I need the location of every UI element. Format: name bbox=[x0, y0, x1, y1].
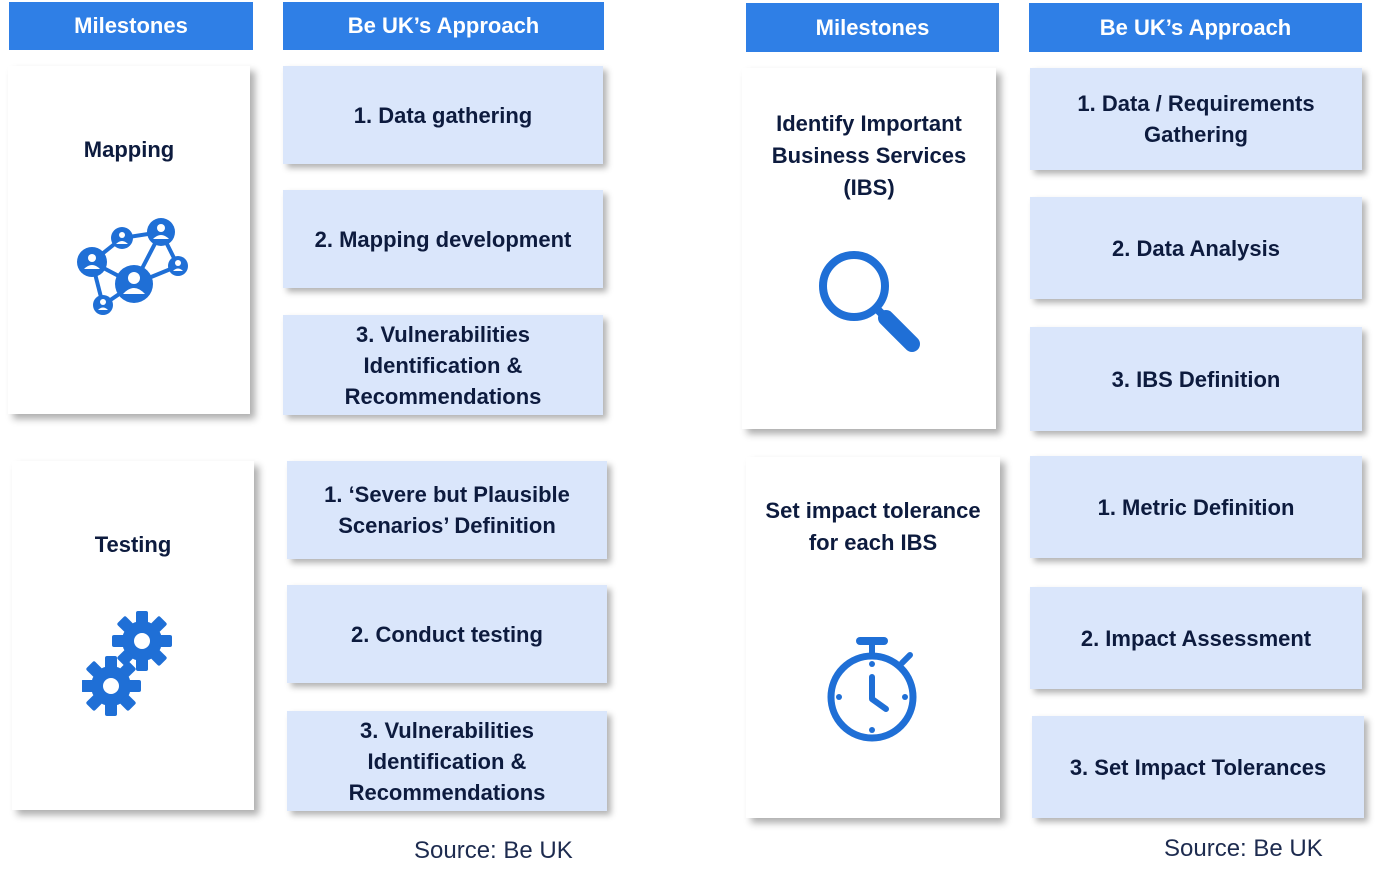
mapping-step-3-label: 3. Vulnerabilities Identification & Reco… bbox=[344, 321, 542, 409]
milestone-testing: Testing bbox=[12, 461, 254, 810]
ibs-step-1-label: 1. Data / Requirements Gathering bbox=[1077, 91, 1315, 147]
testing-step-2: 2. Conduct testing bbox=[287, 585, 607, 683]
mapping-step-2: 2. Mapping development bbox=[283, 190, 603, 288]
tolerance-step-3: 3. Set Impact Tolerances bbox=[1032, 716, 1364, 818]
milestone-impact-tolerance-label: Set impact tolerance for each IBS bbox=[765, 498, 981, 555]
tolerance-step-1: 1. Metric Definition bbox=[1030, 456, 1362, 558]
ibs-step-1: 1. Data / Requirements Gathering bbox=[1030, 68, 1362, 170]
tolerance-step-1-label: 1. Metric Definition bbox=[1097, 494, 1295, 520]
gears-icon bbox=[82, 611, 174, 717]
ibs-step-3-label: 3. IBS Definition bbox=[1111, 366, 1281, 392]
left-milestones-header-label: Milestones bbox=[74, 13, 188, 38]
left-approach-header-label: Be UK’s Approach bbox=[347, 13, 540, 38]
right-source-note: Source: Be UK bbox=[1164, 835, 1323, 862]
tolerance-step-2-label: 2. Impact Assessment bbox=[1080, 625, 1312, 651]
left-source-note: Source: Be UK bbox=[414, 837, 573, 864]
mapping-step-1-label: 1. Data gathering bbox=[353, 102, 533, 128]
left-approach-header: Be UK’s Approach bbox=[283, 2, 604, 50]
tolerance-step-2: 2. Impact Assessment bbox=[1030, 587, 1362, 689]
mapping-step-1: 1. Data gathering bbox=[283, 66, 603, 164]
network-people-icon bbox=[70, 214, 188, 320]
ibs-step-3: 3. IBS Definition bbox=[1030, 327, 1362, 431]
milestone-mapping: Mapping bbox=[8, 66, 250, 414]
tolerance-step-3-label: 3. Set Impact Tolerances bbox=[1069, 754, 1327, 780]
testing-step-3-label: 3. Vulnerabilities Identification & Reco… bbox=[348, 717, 546, 805]
milestone-impact-tolerance: Set impact tolerance for each IBS bbox=[746, 457, 1000, 818]
right-milestones-header: Milestones bbox=[746, 3, 999, 52]
mapping-step-3: 3. Vulnerabilities Identification & Reco… bbox=[283, 315, 603, 415]
right-milestones-header-label: Milestones bbox=[815, 14, 930, 40]
ibs-step-2-label: 2. Data Analysis bbox=[1112, 235, 1280, 261]
magnifier-icon bbox=[814, 246, 924, 356]
milestone-testing-label: Testing bbox=[94, 532, 172, 557]
milestone-mapping-label: Mapping bbox=[83, 137, 175, 162]
ibs-step-2: 2. Data Analysis bbox=[1030, 197, 1362, 299]
testing-step-3: 3. Vulnerabilities Identification & Reco… bbox=[287, 711, 607, 811]
testing-step-2-label: 2. Conduct testing bbox=[351, 621, 543, 647]
mapping-step-2-label: 2. Mapping development bbox=[314, 226, 572, 252]
testing-step-1: 1. ‘Severe but Plausible Scenarios’ Defi… bbox=[287, 461, 607, 559]
right-approach-header: Be UK’s Approach bbox=[1029, 3, 1362, 52]
right-approach-header-label: Be UK’s Approach bbox=[1099, 14, 1292, 40]
milestone-identify-ibs-label: Identify Important Business Services (IB… bbox=[771, 111, 967, 200]
milestone-identify-ibs: Identify Important Business Services (IB… bbox=[742, 68, 996, 429]
left-milestones-header: Milestones bbox=[9, 2, 253, 50]
stopwatch-icon bbox=[822, 635, 922, 747]
testing-step-1-label: 1. ‘Severe but Plausible Scenarios’ Defi… bbox=[324, 482, 570, 538]
